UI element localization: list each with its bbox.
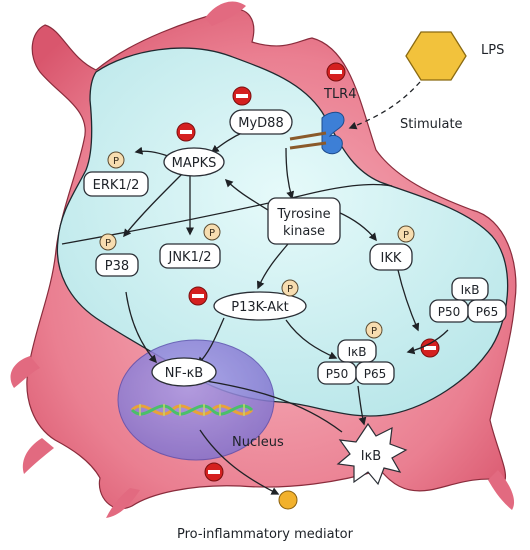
arrow: [397, 269, 420, 332]
pseudopod: [205, 1, 246, 26]
p38-node: [95, 253, 139, 277]
dna-helix-icon: [130, 404, 254, 416]
arrow: [357, 385, 367, 426]
phospho-label: P: [105, 238, 111, 249]
phospho-label: P: [371, 326, 377, 337]
ikb-burst-icon: [336, 422, 408, 486]
tyrosine-label-2: kinase: [283, 224, 325, 239]
jnk-node: [159, 243, 221, 269]
p50-top-label: P50: [438, 305, 461, 319]
mediator-dot-icon: [278, 490, 298, 510]
inhibit-icon: [326, 62, 346, 82]
phospho-icon: [203, 223, 221, 241]
phospho-icon: [365, 321, 383, 339]
p65-mid-label: P65: [364, 367, 387, 381]
ikb-burst-label: IκB: [361, 449, 381, 464]
ikk-label: IKK: [381, 251, 402, 266]
nfkb-label: NF-κB: [165, 366, 203, 381]
nucleus-label: Nucleus: [232, 435, 284, 450]
inhibit-icon: [232, 86, 252, 106]
pseudopod: [22, 438, 54, 474]
tyrosine-kinase-node: [267, 197, 341, 245]
ikb-mid-node: [337, 339, 377, 363]
arrow: [256, 243, 289, 290]
nfkb-node: [151, 357, 217, 387]
myd88-label: MyD88: [238, 116, 283, 131]
mapks-label: MAPKS: [172, 156, 217, 171]
inhibit-icon: [176, 122, 196, 142]
lps-label: LPS: [481, 43, 504, 58]
p50-mid-label: P50: [326, 367, 349, 381]
arrow: [125, 291, 157, 364]
phospho-icon: [99, 233, 117, 251]
erk-node: [83, 171, 149, 197]
inhibit-icon: [188, 286, 208, 306]
phospho-icon: [281, 279, 299, 297]
tlr4-receptor-icon: [289, 111, 345, 155]
pi3k-akt-node: [213, 291, 307, 321]
arrow: [199, 429, 280, 495]
pseudopod: [10, 356, 40, 388]
arrow: [285, 147, 295, 200]
phospho-label: P: [209, 228, 215, 239]
p65-top-node: [467, 299, 507, 323]
phospho-label: P: [403, 230, 409, 241]
mapks-node: [163, 147, 225, 177]
p38-label: P38: [105, 259, 129, 274]
ikb-top-node: [451, 277, 489, 301]
p65-mid-node: [355, 361, 395, 385]
inhibit-icon: [420, 338, 440, 358]
arrow: [406, 329, 449, 355]
ikb-mid-label: IκB: [348, 345, 367, 359]
myd88-node: [229, 109, 293, 135]
lps-hexagon-icon: [405, 31, 467, 81]
inhibit-icon: [204, 462, 224, 482]
pi3k-label: P13K-Akt: [231, 300, 288, 315]
tyrosine-label-1: Tyrosine: [276, 207, 330, 222]
arrow: [224, 178, 269, 211]
arrow: [199, 379, 343, 433]
ikk-node: [369, 243, 413, 271]
arrow: [337, 211, 377, 242]
arrow: [123, 173, 183, 238]
pseudopod: [488, 470, 515, 510]
stimulate-label: Stimulate: [400, 117, 463, 132]
ikb-top-label: IκB: [461, 283, 480, 297]
tlr4-label: TLR4: [323, 87, 357, 102]
phospho-label: P: [287, 284, 293, 295]
arrow: [285, 319, 338, 360]
arrow: [134, 146, 169, 157]
phospho-icon: [397, 225, 415, 243]
stimulate-arrow: [348, 81, 421, 130]
pseudopod: [106, 488, 140, 518]
phospho-icon: [107, 151, 125, 169]
jnk-label: JNK1/2: [167, 250, 211, 265]
p65-top-label: P65: [476, 305, 499, 319]
phospho-label: P: [113, 156, 119, 167]
mediator-label: Pro-inflammatory mediator: [177, 527, 354, 542]
erk-label: ERK1/2: [93, 178, 140, 193]
